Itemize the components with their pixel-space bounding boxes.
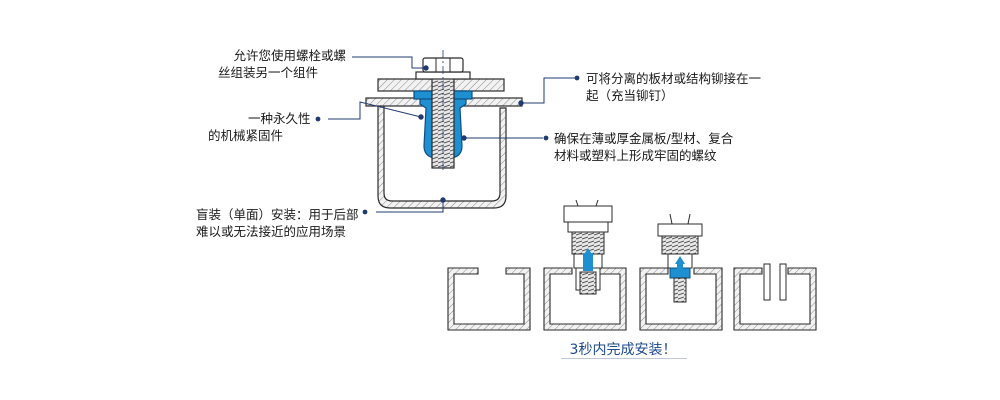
label-assembly-line2: 丝组装另一个组件: [218, 65, 319, 80]
label-blind-line2: 难以或无法接近的应用场景: [196, 224, 347, 239]
label-rivet-function: 可将分离的板材或结构铆接在一 起（充当铆钉）: [586, 70, 761, 104]
install-time-caption: 3秒内完成安装！: [569, 342, 677, 358]
channel-profile: [377, 105, 507, 209]
leader-4: [521, 77, 576, 104]
installation-sequence: [447, 199, 817, 331]
caption-underline: [561, 358, 687, 359]
step2-channel: [543, 267, 627, 331]
leader-1: [352, 56, 426, 69]
label-permanent-line1: 一种永久性: [248, 111, 311, 126]
label-threads: 确保在薄或厚金属板/型材、复合 材料或塑料上形成牢固的螺纹: [554, 130, 733, 164]
label-threads-line2: 材料或塑料上形成牢固的螺纹: [554, 148, 717, 163]
label-permanent-line2: 的机械紧固件: [208, 128, 284, 143]
label-rivet-line1: 可将分离的板材或结构铆接在一: [586, 71, 762, 86]
label-rivet-line2: 起（充当铆钉）: [586, 88, 674, 103]
label-blind-line1: 盲装（单面）安装：用于后部: [196, 207, 359, 222]
label-threads-line1: 确保在薄或厚金属板/型材、复合: [554, 131, 734, 146]
step4-channel: [733, 267, 817, 331]
label-permanent-fastener: 一种永久性 的机械紧固件: [208, 110, 311, 144]
label-blind-install: 盲装（单面）安装：用于后部 难以或无法接近的应用场景: [196, 206, 359, 240]
main-section: [365, 50, 523, 209]
label-assembly-line1: 允许您使用螺栓或螺: [233, 48, 346, 63]
step3-channel: [639, 267, 723, 331]
label-assembly: 允许您使用螺栓或螺 丝组装另一个组件: [196, 47, 346, 81]
step1-channel: [447, 267, 531, 331]
leader-lines: [328, 56, 576, 213]
leader-3: [376, 200, 444, 213]
leader-2: [328, 101, 422, 120]
label-bullets: [315, 75, 580, 215]
